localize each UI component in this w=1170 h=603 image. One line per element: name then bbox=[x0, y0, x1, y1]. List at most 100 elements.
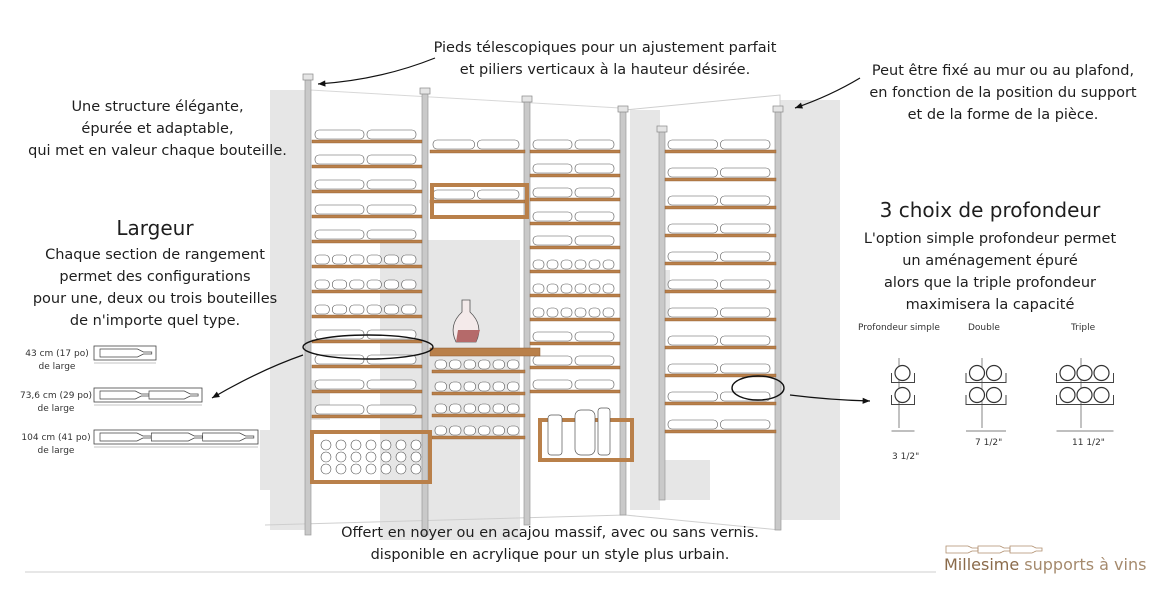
post-cap bbox=[521, 95, 533, 103]
wall-block bbox=[810, 300, 840, 360]
bottle bbox=[574, 331, 615, 342]
logo-tagline: supports à vins bbox=[1024, 555, 1147, 574]
bottle bbox=[314, 129, 365, 140]
width-rack-frame bbox=[93, 429, 259, 445]
bottle bbox=[574, 355, 615, 366]
bottle bbox=[667, 167, 718, 178]
bottle bbox=[366, 154, 417, 165]
bottle bbox=[349, 279, 365, 290]
bottle bbox=[602, 283, 615, 294]
bottle bbox=[574, 283, 587, 294]
width-bottle bbox=[202, 432, 255, 442]
depth-dimension: 7 1/2" bbox=[975, 438, 1003, 448]
bottle bbox=[384, 279, 399, 290]
bottle bbox=[478, 359, 491, 370]
bottle bbox=[507, 403, 520, 414]
liquor-bottle bbox=[574, 409, 596, 456]
bottle bbox=[574, 379, 615, 390]
bottle bbox=[478, 425, 491, 436]
bottle bbox=[507, 381, 520, 392]
depth-cradle bbox=[891, 373, 915, 383]
caption-line: pour une, deux ou trois bouteilles bbox=[32, 291, 278, 307]
rack-bar bbox=[429, 199, 526, 204]
depth-bottle bbox=[1076, 364, 1093, 382]
bottle-end bbox=[395, 451, 407, 463]
support-post bbox=[658, 129, 666, 501]
bottle bbox=[560, 259, 573, 270]
bottle bbox=[532, 355, 573, 366]
arrowhead bbox=[318, 80, 326, 87]
depth-cradle bbox=[965, 395, 1007, 405]
wall-block bbox=[800, 420, 840, 460]
bottle-end bbox=[380, 439, 392, 451]
support-post bbox=[619, 109, 627, 516]
rack-bar bbox=[311, 164, 423, 169]
bottle bbox=[574, 139, 615, 150]
bottle bbox=[314, 404, 365, 415]
bottle bbox=[314, 279, 330, 290]
bottle bbox=[366, 279, 382, 290]
wall-block bbox=[640, 270, 670, 320]
bottle bbox=[449, 425, 462, 436]
bottle bbox=[492, 381, 505, 392]
floor-line bbox=[264, 514, 626, 526]
bottle-end bbox=[350, 451, 362, 463]
bottle bbox=[401, 304, 417, 315]
callout-ellipse bbox=[731, 375, 785, 401]
rack-bar bbox=[311, 414, 423, 419]
arrowhead bbox=[212, 391, 220, 398]
bottle bbox=[463, 425, 476, 436]
bottle-end bbox=[320, 439, 332, 451]
rack-bar bbox=[664, 177, 777, 182]
caption-line: Pieds télescopiques pour un ajustement p… bbox=[433, 40, 777, 56]
bottle-end bbox=[410, 439, 422, 451]
width-bottle bbox=[99, 348, 153, 358]
width-suffix: de large bbox=[38, 362, 76, 372]
materials-caption: Offert en noyer ou en acajou massif, ave… bbox=[335, 522, 765, 566]
bottle bbox=[449, 403, 462, 414]
bottle-end bbox=[365, 451, 377, 463]
bottle bbox=[667, 195, 718, 206]
bottle-end bbox=[335, 463, 347, 475]
bottle bbox=[574, 307, 587, 318]
depth-bottle bbox=[1076, 386, 1093, 404]
bottle bbox=[314, 179, 365, 190]
bottle bbox=[546, 307, 559, 318]
bottle bbox=[532, 379, 573, 390]
rack-bar bbox=[311, 289, 423, 294]
liquor-bottle bbox=[597, 407, 611, 456]
rack-bar bbox=[431, 413, 526, 418]
width-heading: Largeur bbox=[116, 216, 194, 240]
rack-bar bbox=[664, 289, 777, 294]
wood-shelf bbox=[429, 347, 541, 357]
bottle bbox=[560, 307, 573, 318]
bottle bbox=[667, 419, 718, 430]
bottle bbox=[532, 259, 545, 270]
caption-line: Une structure élégante, bbox=[71, 99, 244, 115]
bottle bbox=[602, 307, 615, 318]
elegant-structure-caption: Une structure élégante, épurée et adapta… bbox=[10, 96, 305, 162]
bottle bbox=[507, 425, 520, 436]
caption-line: en fonction de la position du support bbox=[869, 85, 1137, 101]
bottle bbox=[532, 187, 573, 198]
bottle bbox=[588, 283, 601, 294]
bottle bbox=[366, 379, 417, 390]
rack-bar bbox=[529, 317, 621, 322]
rack-bar bbox=[311, 389, 423, 394]
bottle bbox=[332, 304, 347, 315]
callout-arrow bbox=[317, 57, 436, 85]
depth-description: L'option simple profondeur permet un amé… bbox=[845, 228, 1135, 316]
depth-bottle bbox=[985, 386, 1003, 404]
rack-bar bbox=[664, 205, 777, 210]
depth-bottle bbox=[968, 386, 986, 404]
bottle bbox=[720, 139, 771, 150]
caption-line: disponible en acrylique pour un style pl… bbox=[370, 547, 730, 563]
bottle bbox=[463, 359, 476, 370]
bottle bbox=[720, 251, 771, 262]
support-post bbox=[523, 99, 531, 526]
bottle bbox=[492, 403, 505, 414]
rack-bar bbox=[664, 233, 777, 238]
width-bottle bbox=[148, 390, 199, 400]
bottle bbox=[532, 211, 573, 222]
